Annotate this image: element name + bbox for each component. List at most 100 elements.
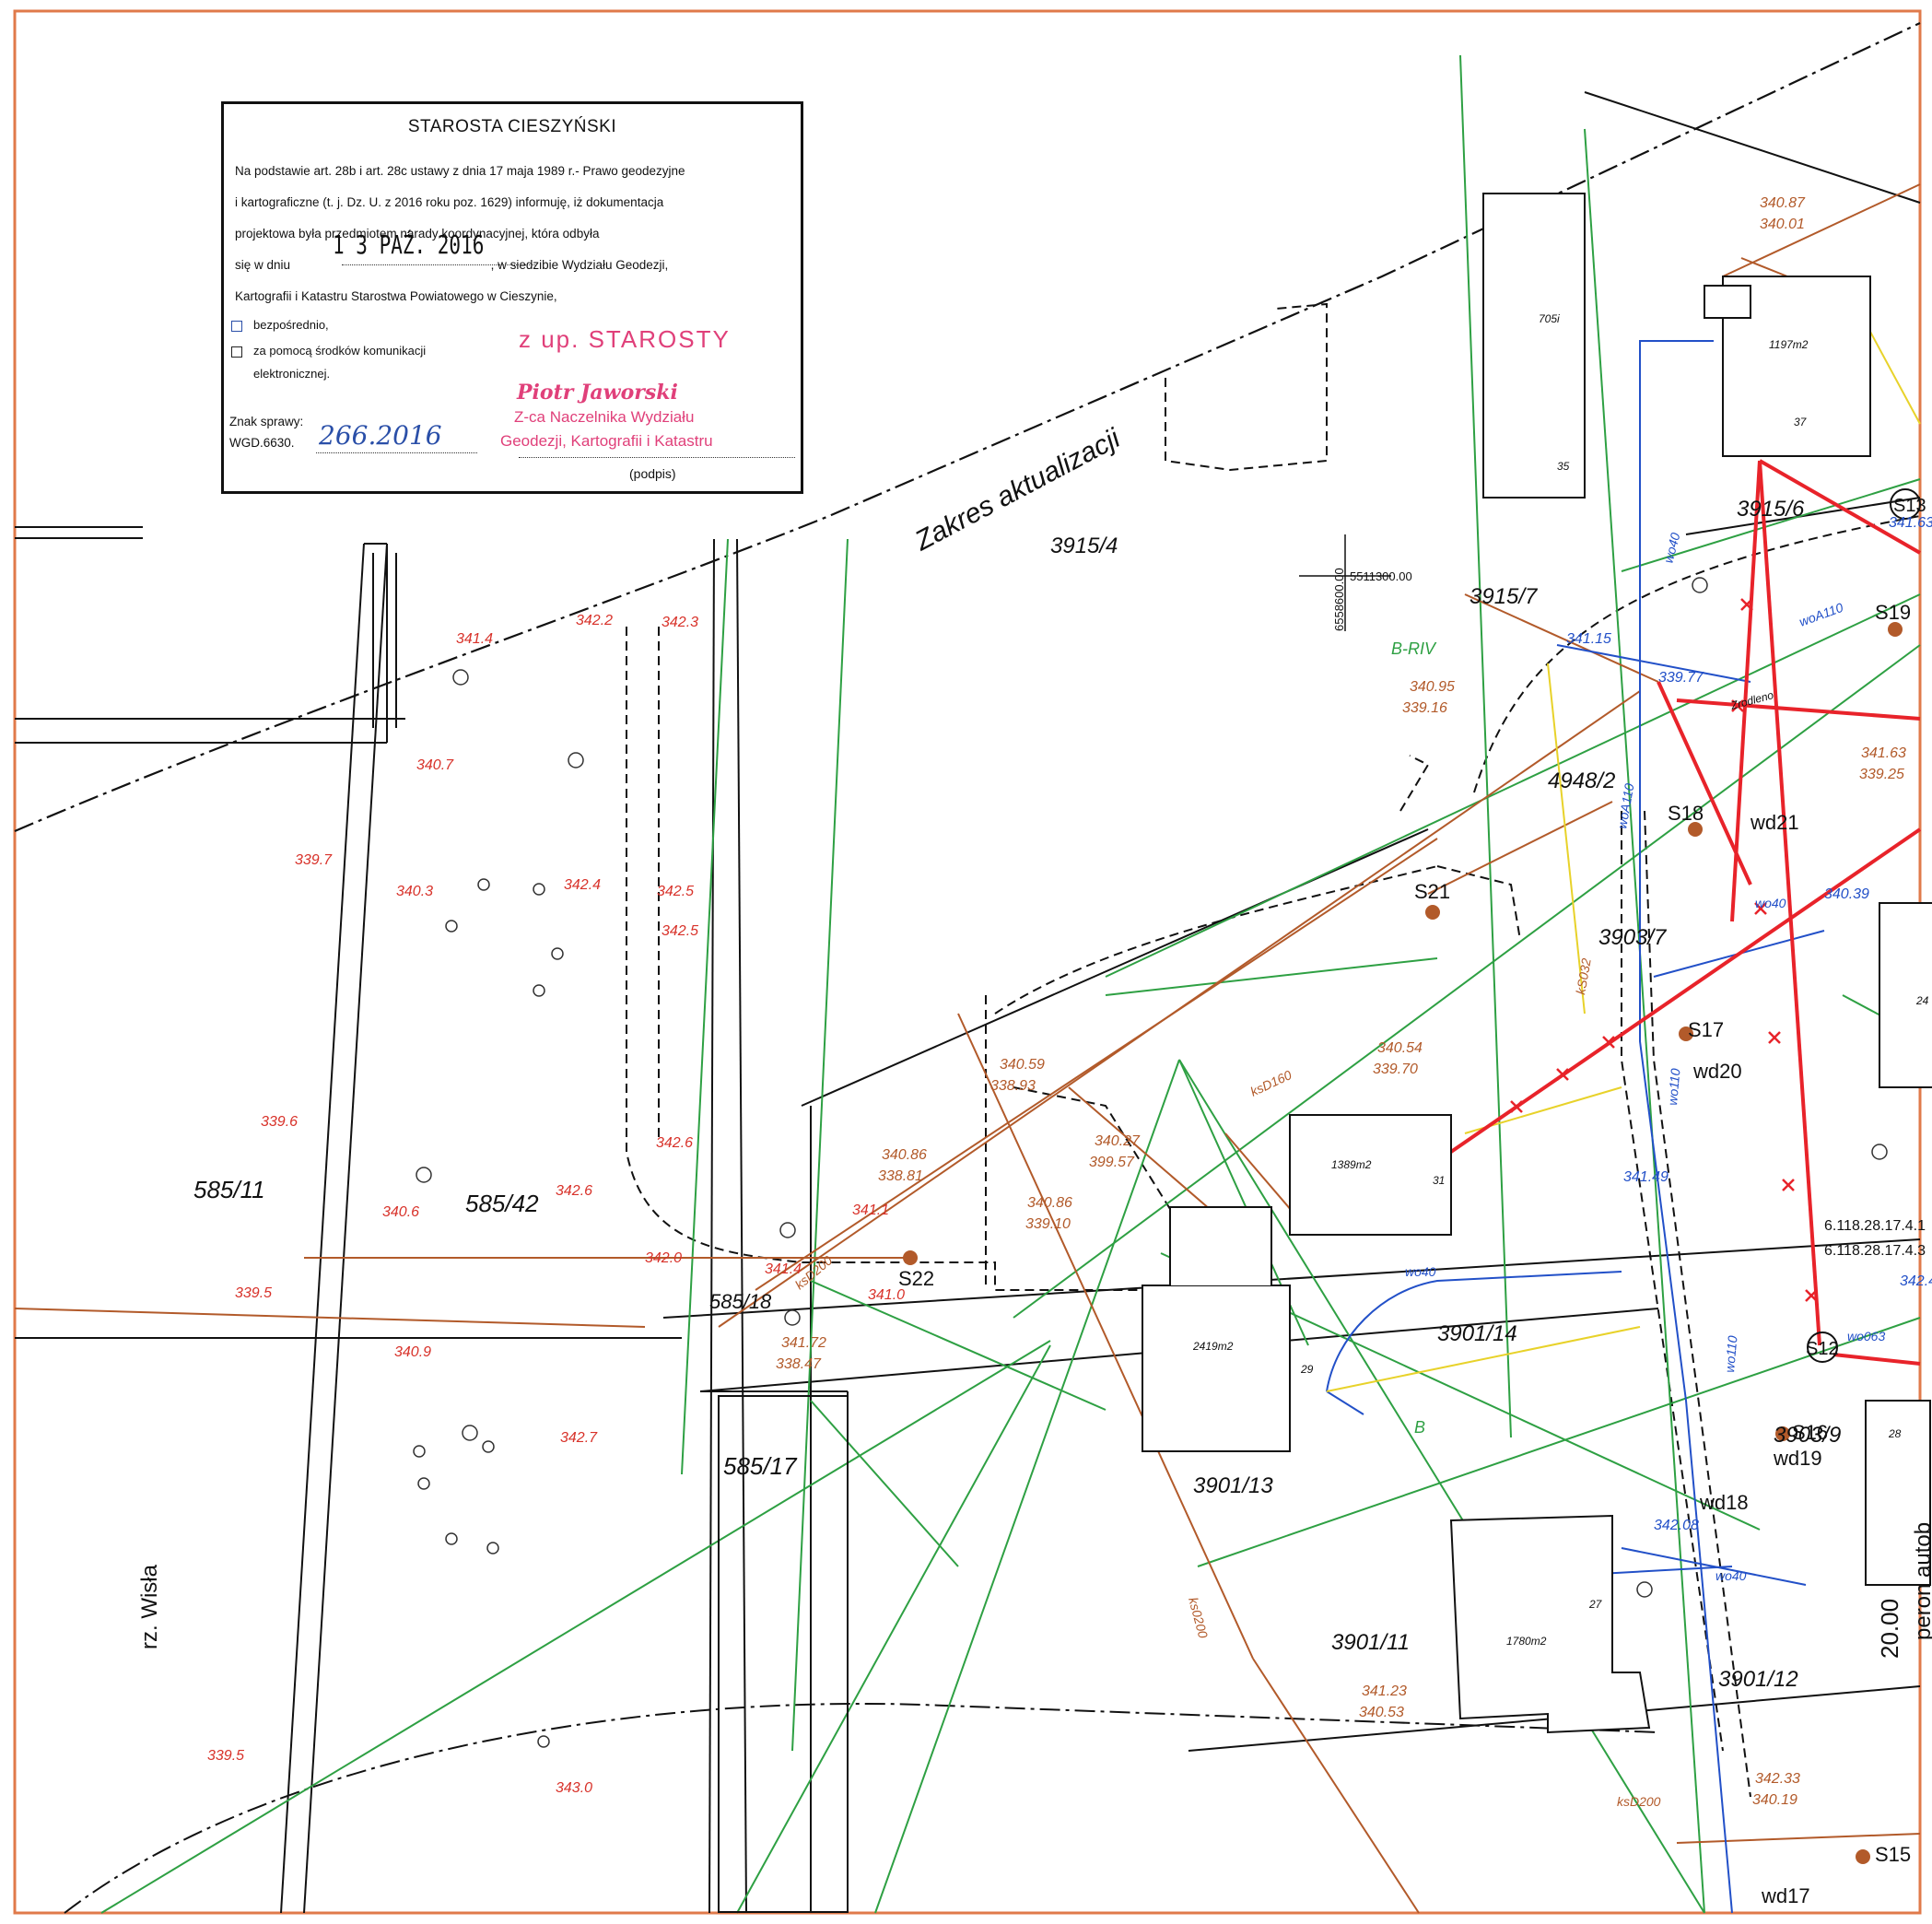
point-s21: S21 [1414,880,1450,903]
svg-text:340.53: 340.53 [1359,1705,1404,1720]
svg-text:342.0: 342.0 [645,1250,682,1266]
checkbox-empty-icon [231,346,242,358]
svg-text:339.10: 339.10 [1025,1216,1071,1232]
svg-text:wo40: wo40 [1755,896,1786,910]
stamp-line-1: Na podstawie art. 28b i art. 28c ustawy … [235,164,685,178]
option-electronic: za pomocą środków komunikacji [231,344,426,358]
checkbox-checked-icon [231,320,242,332]
authorization-name: Piotr Jaworski [517,381,678,405]
ladder-structure-left [372,553,397,728]
point-s18: S18 [1668,802,1704,825]
case-number: 266.2016 [319,420,442,451]
misc-width: 20.00 [1876,1599,1903,1659]
svg-text:wo110: wo110 [1665,1068,1682,1107]
coord-x-label: 5511300.00 [1350,569,1412,583]
point-s22: S22 [898,1267,934,1290]
node-wd20: wd20 [1692,1060,1742,1083]
svg-text:342.6: 342.6 [656,1135,693,1151]
parcel-585-17: 585/17 [723,1452,798,1480]
point-s17: S17 [1688,1018,1724,1041]
stamp-date: 1 3 PAŹ. 2016 [333,229,485,260]
height-blue-labels: 341.15 339.77 341.63 340.39 341.49 342.0… [1566,515,1932,1533]
building-31-num: 31 [1433,1174,1445,1187]
parcel-3901-11: 3901/11 [1331,1630,1410,1655]
misc-b: B [1414,1418,1425,1437]
misc-briv: B-RIV [1391,639,1437,658]
svg-text:340.54: 340.54 [1377,1040,1423,1056]
svg-text:339.16: 339.16 [1402,700,1447,716]
svg-text:wo40: wo40 [1715,1568,1747,1583]
option-electronic-2: elektronicznej. [253,367,331,381]
tree-symbols [413,577,1888,1748]
building-24-num: 24 [1915,994,1929,1007]
parcel-3901-13: 3901/13 [1193,1473,1273,1498]
building-31-area: 1389m2 [1331,1158,1372,1171]
parcel-585-42: 585/42 [465,1190,539,1217]
buildings [718,193,1932,1913]
brown-sewer-lines [14,183,1921,1914]
svg-text:342.6: 342.6 [556,1183,592,1199]
svg-text:wo110: wo110 [1722,1335,1739,1374]
svg-text:341.4: 341.4 [456,631,493,647]
svg-text:341.63: 341.63 [1889,515,1932,531]
svg-text:340.39: 340.39 [1824,886,1869,902]
svg-text:342.08: 342.08 [1654,1518,1699,1533]
building-35-area: 705i [1539,312,1560,325]
svg-text:340.59: 340.59 [1000,1057,1045,1073]
svg-text:341.49: 341.49 [1623,1169,1669,1185]
svg-text:wo063: wo063 [1847,1329,1885,1343]
svg-text:342.7: 342.7 [560,1430,598,1446]
svg-text:340.86: 340.86 [882,1147,927,1163]
survey-point-markers [903,622,1903,1864]
svg-text:340.9: 340.9 [394,1344,431,1360]
green-utility-lines [100,54,1921,1914]
parcel-3901-14: 3901/14 [1437,1321,1517,1346]
authorization-position: Z-ca Naczelnika Wydziału [514,408,695,426]
date-dotted-line [342,264,535,265]
svg-text:woA110: woA110 [1614,782,1636,830]
svg-text:340.86: 340.86 [1027,1195,1072,1211]
svg-text:339.25: 339.25 [1859,767,1904,782]
svg-text:338.93: 338.93 [990,1078,1036,1094]
svg-text:343.0: 343.0 [556,1780,592,1796]
building-27-num: 27 [1588,1598,1603,1611]
stamp-line-4b: , w siedzibie Wydziału Geodezji, [490,258,669,272]
svg-text:342.4: 342.4 [1900,1273,1932,1289]
svg-text:341.4: 341.4 [765,1261,802,1277]
svg-text:339.5: 339.5 [235,1285,272,1301]
svg-text:kS032: kS032 [1573,956,1594,995]
stamp-line-4a: się w dniu [235,258,291,272]
building-37-num: 37 [1794,416,1808,428]
misc-code-1: 6.118.28.17.4.1 [1824,1218,1926,1234]
parcel-3915-4: 3915/4 [1050,534,1118,558]
svg-text:341.23: 341.23 [1362,1684,1407,1699]
svg-text:ksD160: ksD160 [1248,1067,1294,1099]
svg-text:340.19: 340.19 [1752,1792,1797,1808]
point-circle-s12 [1807,1332,1838,1363]
misc-code-3: 6.118.28.17.4.3 [1824,1243,1926,1259]
point-s15: S15 [1875,1843,1911,1866]
svg-text:399.57: 399.57 [1089,1155,1135,1170]
parcel-3903-9: 3903/9 [1774,1423,1841,1448]
point-s13: S13 [1893,496,1926,516]
height-red-labels: 341.4 342.2 342.3 340.7 339.7 340.3 342.… [207,613,905,1796]
authorization-department: Geodezji, Kartografii i Katastru [500,432,713,450]
coordinate-cross [1299,534,1391,631]
point-s16: S16 [1792,1421,1828,1444]
svg-text:340.01: 340.01 [1760,217,1805,232]
stamp-line-4: się w dniu , w siedzibie Wydziału Geodez… [235,250,792,281]
svg-text:342.5: 342.5 [657,884,694,899]
case-prefix: WGD.6630. [229,436,295,450]
point-s12: S12 [1806,1339,1839,1359]
svg-text:338.81: 338.81 [878,1168,923,1184]
svg-text:341.1: 341.1 [852,1202,889,1218]
point-s19: S19 [1875,601,1911,624]
svg-text:342.33: 342.33 [1755,1771,1800,1787]
building-35-num: 35 [1557,460,1570,473]
parcel-3915-7: 3915/7 [1469,584,1539,609]
svg-text:340.3: 340.3 [396,884,433,899]
svg-text:wo40: wo40 [1405,1264,1436,1279]
case-label: Znak sprawy: [229,415,304,428]
